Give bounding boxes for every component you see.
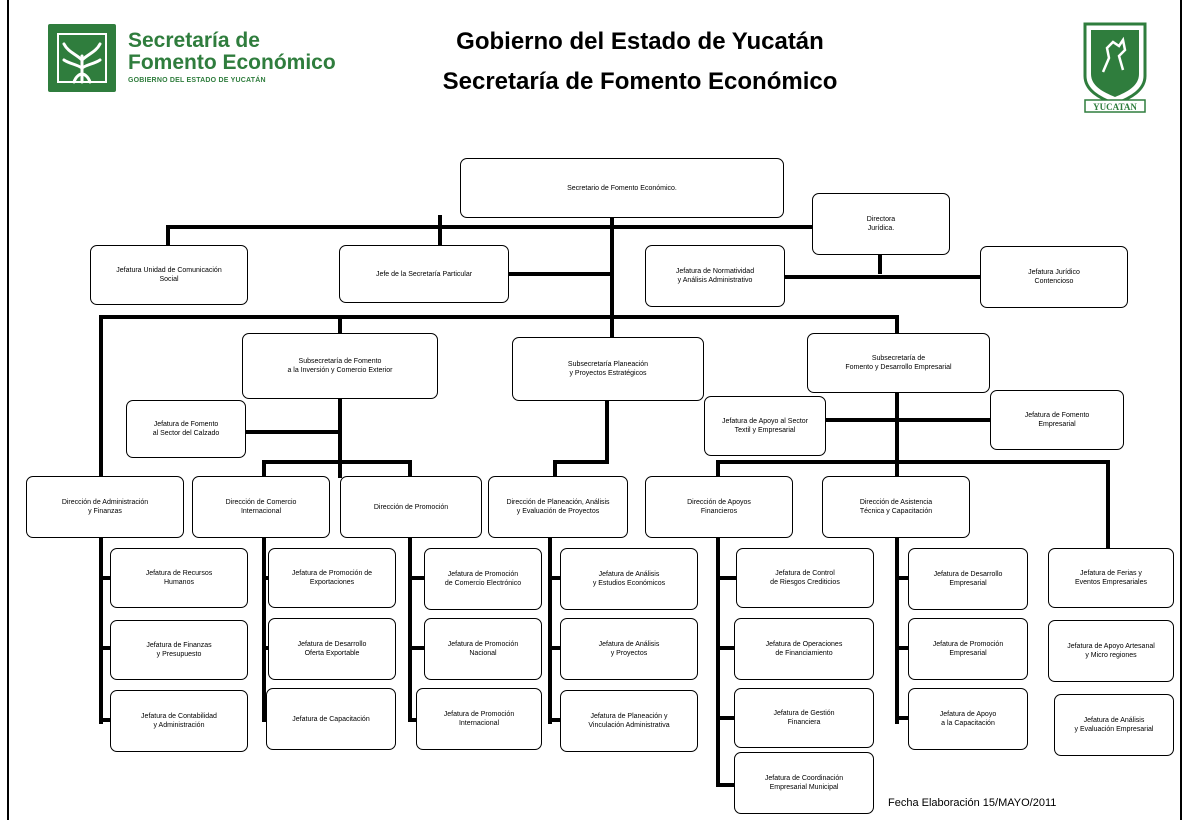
box-dir-asistencia: Dirección de Asistencia Técnica y Capaci…: [822, 476, 970, 538]
box-jef-gestion: Jefatura de Gestión Financiera: [734, 688, 874, 748]
box-jef-finanzas: Jefatura de Finanzas y Presupuesto: [110, 620, 248, 680]
box-dir-comercio: Dirección de Comercio Internacional: [192, 476, 330, 538]
box-jef-estudios: Jefatura de Análisis y Estudios Económic…: [560, 548, 698, 610]
brand-line-3: GOBIERNO DEL ESTADO DE YUCATÁN: [128, 77, 266, 84]
title-line-2: Secretaría de Fomento Económico: [442, 68, 838, 95]
box-directora-juridica: Directora Jurídica.: [812, 193, 950, 255]
box-jef-fomento-emp: Jefatura de Fomento Empresarial: [990, 390, 1124, 450]
box-jef-proyectos: Jefatura de Análisis y Proyectos: [560, 618, 698, 680]
box-jef-comercio-elec: Jefatura de Promoción de Comercio Electr…: [424, 548, 542, 610]
box-jef-operaciones: Jefatura de Operaciones de Financiamient…: [734, 618, 874, 680]
brand-line-2: Fomento Económico: [128, 51, 336, 74]
box-jef-rrhh: Jefatura de Recursos Humanos: [110, 548, 248, 608]
box-jef-promocion-emp: Jefatura de Promoción Empresarial: [908, 618, 1028, 680]
yucatan-seal-icon: YUCATAN: [1083, 22, 1147, 113]
box-dir-promocion: Dirección de Promoción: [340, 476, 482, 538]
box-jef-coordinacion: Jefatura de Coordinación Empresarial Mun…: [734, 752, 874, 814]
box-dir-apoyos: Dirección de Apoyos Financieros: [645, 476, 793, 538]
fecha-elaboracion: Fecha Elaboración 15/MAYO/2011: [888, 797, 1057, 809]
box-jef-artesanal: Jefatura de Apoyo Artesanal y Micro regi…: [1048, 620, 1174, 682]
box-jef-oferta: Jefatura de Desarrollo Oferta Exportable: [268, 618, 396, 680]
box-jef-comunicacion: Jefatura Unidad de Comunicación Social: [90, 245, 248, 305]
page-border-left: [7, 0, 9, 820]
title-line-1: Gobierno del Estado de Yucatán: [456, 28, 824, 55]
box-jef-riesgos: Jefatura de Control de Riesgos Creditici…: [736, 548, 874, 608]
box-jef-calzado: Jefatura de Fomento al Sector del Calzad…: [126, 400, 246, 458]
brand-line-1: Secretaría de: [128, 29, 260, 52]
box-jef-normatividad: Jefatura de Normatividad y Análisis Admi…: [645, 245, 785, 307]
box-jef-prom-nacional: Jefatura de Promoción Nacional: [424, 618, 542, 680]
box-jef-vinculacion: Jefatura de Planeación y Vinculación Adm…: [560, 690, 698, 752]
box-dir-planeacion: Dirección de Planeación, Análisis y Eval…: [488, 476, 628, 538]
box-jef-evaluacion: Jefatura de Análisis y Evaluación Empres…: [1054, 694, 1174, 756]
box-jef-exportaciones: Jefatura de Promoción de Exportaciones: [268, 548, 396, 608]
box-sub-planeacion: Subsecretaría Planeación y Proyectos Est…: [512, 337, 704, 401]
box-sub-inversion: Subsecretaría de Fomento a la Inversión …: [242, 333, 438, 399]
box-dir-admin: Dirección de Administración y Finanzas: [26, 476, 184, 538]
box-secretario: Secretario de Fomento Económico.: [460, 158, 784, 218]
box-jef-capacitacion: Jefatura de Capacitación: [266, 688, 396, 750]
box-jef-desarrollo-emp: Jefatura de Desarrollo Empresarial: [908, 548, 1028, 610]
box-jef-juridico: Jefatura Jurídico Contencioso: [980, 246, 1128, 308]
secretaria-logo-icon: [48, 24, 116, 92]
box-jef-prom-internacional: Jefatura de Promoción Internacional: [416, 688, 542, 750]
box-jef-contabilidad: Jefatura de Contabilidad y Administració…: [110, 690, 248, 752]
page-title: Gobierno del Estado de Yucatán Secretarí…: [360, 22, 920, 102]
page-border-right: [1180, 0, 1182, 820]
box-jef-ferias: Jefatura de Ferias y Eventos Empresarial…: [1048, 548, 1174, 608]
tree-icon: [57, 33, 107, 84]
box-jef-apoyo-cap: Jefatura de Apoyo a la Capacitación: [908, 688, 1028, 750]
box-sub-empresarial: Subsecretaría de Fomento y Desarrollo Em…: [807, 333, 990, 393]
box-jef-textil: Jefatura de Apoyo al Sector Textil y Emp…: [704, 396, 826, 456]
seal-label: YUCATAN: [1093, 102, 1137, 112]
brand-text: Secretaría de Fomento Económico GOBIERNO…: [128, 30, 336, 84]
box-jefe-secretaria: Jefe de la Secretaría Particular: [339, 245, 509, 303]
